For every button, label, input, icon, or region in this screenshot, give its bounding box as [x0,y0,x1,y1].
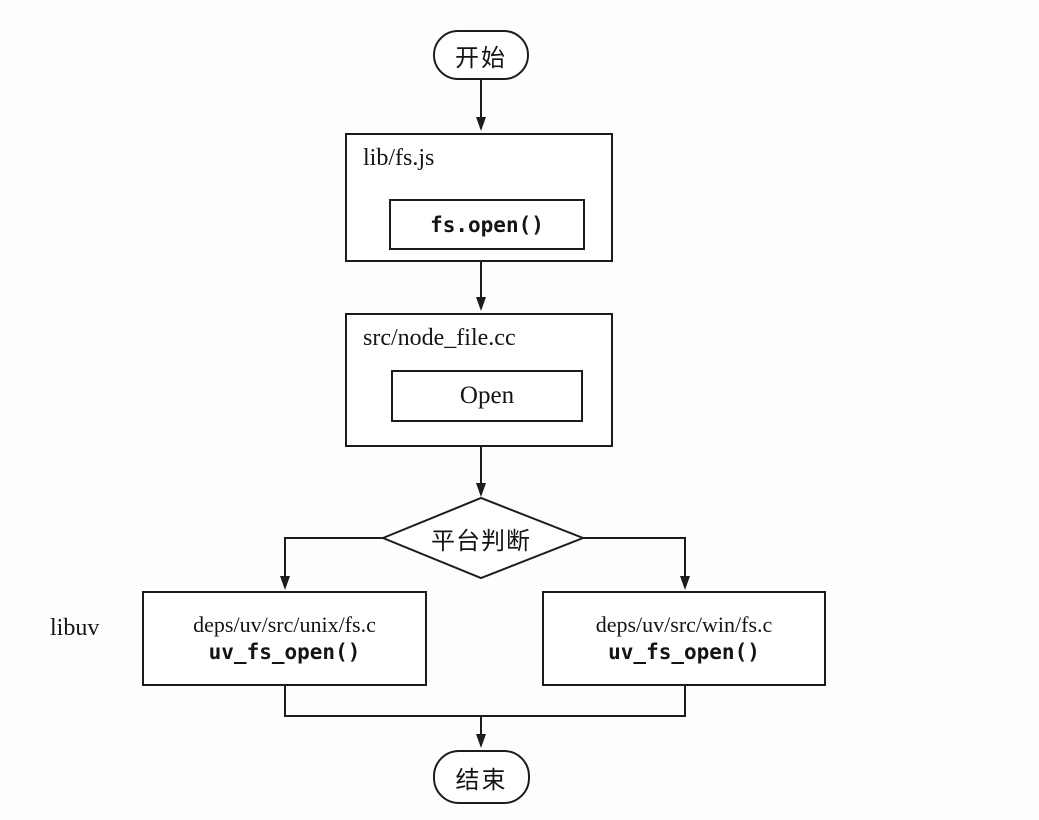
arrow-start-to-fsjs [476,80,486,131]
end-label: 结束 [455,767,508,794]
decision-label: 平台判断 [431,528,531,555]
win-box: deps/uv/src/win/fs.c uv_fs_open() [542,591,826,686]
arrow-fsjs-to-nodefile [476,262,486,311]
fsjs-box: lib/fs.js fs.open() [345,133,613,262]
unix-box: deps/uv/src/unix/fs.c uv_fs_open() [142,591,427,686]
nodefile-box: src/node_file.cc Open [345,313,613,447]
fsjs-box-title: lib/fs.js [363,145,435,171]
arrow-decision-to-win [583,537,690,590]
fsjs-call-box: fs.open() [389,199,585,250]
fsjs-call-label: fs.open() [430,212,544,237]
arrow-decision-to-unix [280,537,383,590]
start-node: 开始 [433,30,529,80]
merge-lines-to-end [284,686,686,748]
nodefile-call-label: Open [459,382,515,409]
start-label: 开始 [455,45,507,72]
unix-path-label: deps/uv/src/unix/fs.c [193,611,376,637]
win-path-label: deps/uv/src/win/fs.c [595,611,773,637]
unix-call-label: uv_fs_open() [208,640,361,665]
nodefile-call-box: Open [391,370,583,422]
end-node: 结束 [433,750,530,804]
arrow-nodefile-to-decision [476,447,486,497]
libuv-side-label: libuv [50,614,100,641]
nodefile-box-title: src/node_file.cc [363,325,516,351]
win-call-label: uv_fs_open() [608,640,760,665]
